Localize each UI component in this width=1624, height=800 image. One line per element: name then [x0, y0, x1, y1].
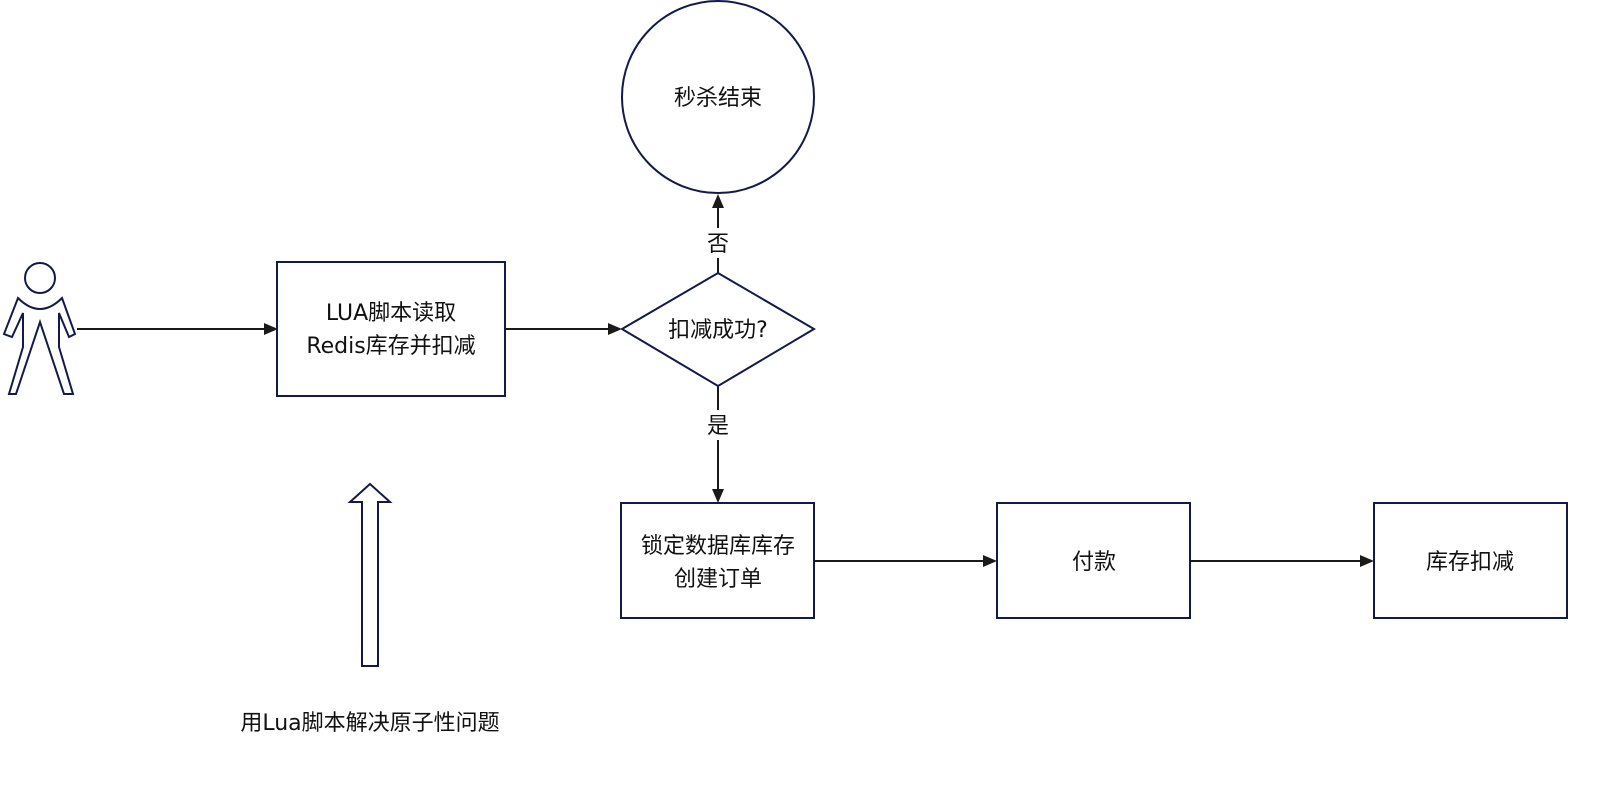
hollow-up-arrow-icon	[347, 482, 393, 667]
node-end-label: 秒杀结束	[674, 86, 762, 111]
node-lua-script[interactable]: LUA脚本读取 Redis库存并扣减	[276, 261, 506, 397]
node-lua-line1: LUA脚本读取	[326, 301, 456, 326]
annotation-text: 用Lua脚本解决原子性问题	[240, 711, 499, 736]
user-actor-icon	[2, 262, 77, 395]
edge-label-yes: 是	[707, 414, 729, 439]
node-decision-label: 扣减成功?	[668, 318, 768, 343]
node-deduct[interactable]: 库存扣减	[1373, 502, 1568, 619]
edge-label-no: 否	[707, 232, 729, 257]
edge-lock-to-pay	[814, 555, 997, 567]
node-end[interactable]: 秒杀结束	[621, 0, 815, 194]
edge-decision-to-lock	[712, 386, 724, 503]
node-decision[interactable]: 扣减成功?	[620, 271, 816, 388]
node-lua-line2: Redis库存并扣减	[306, 334, 475, 359]
node-deduct-label: 库存扣减	[1426, 550, 1514, 575]
edge-user-to-lua	[77, 323, 278, 335]
edge-lua-to-decision	[505, 323, 622, 335]
node-lock-line2: 创建订单	[674, 567, 762, 592]
node-lock-order[interactable]: 锁定数据库库存 创建订单	[620, 502, 815, 619]
edge-pay-to-deduct	[1190, 555, 1374, 567]
node-pay[interactable]: 付款	[996, 502, 1191, 619]
node-lock-line1: 锁定数据库库存	[641, 534, 795, 559]
node-pay-label: 付款	[1072, 550, 1116, 575]
